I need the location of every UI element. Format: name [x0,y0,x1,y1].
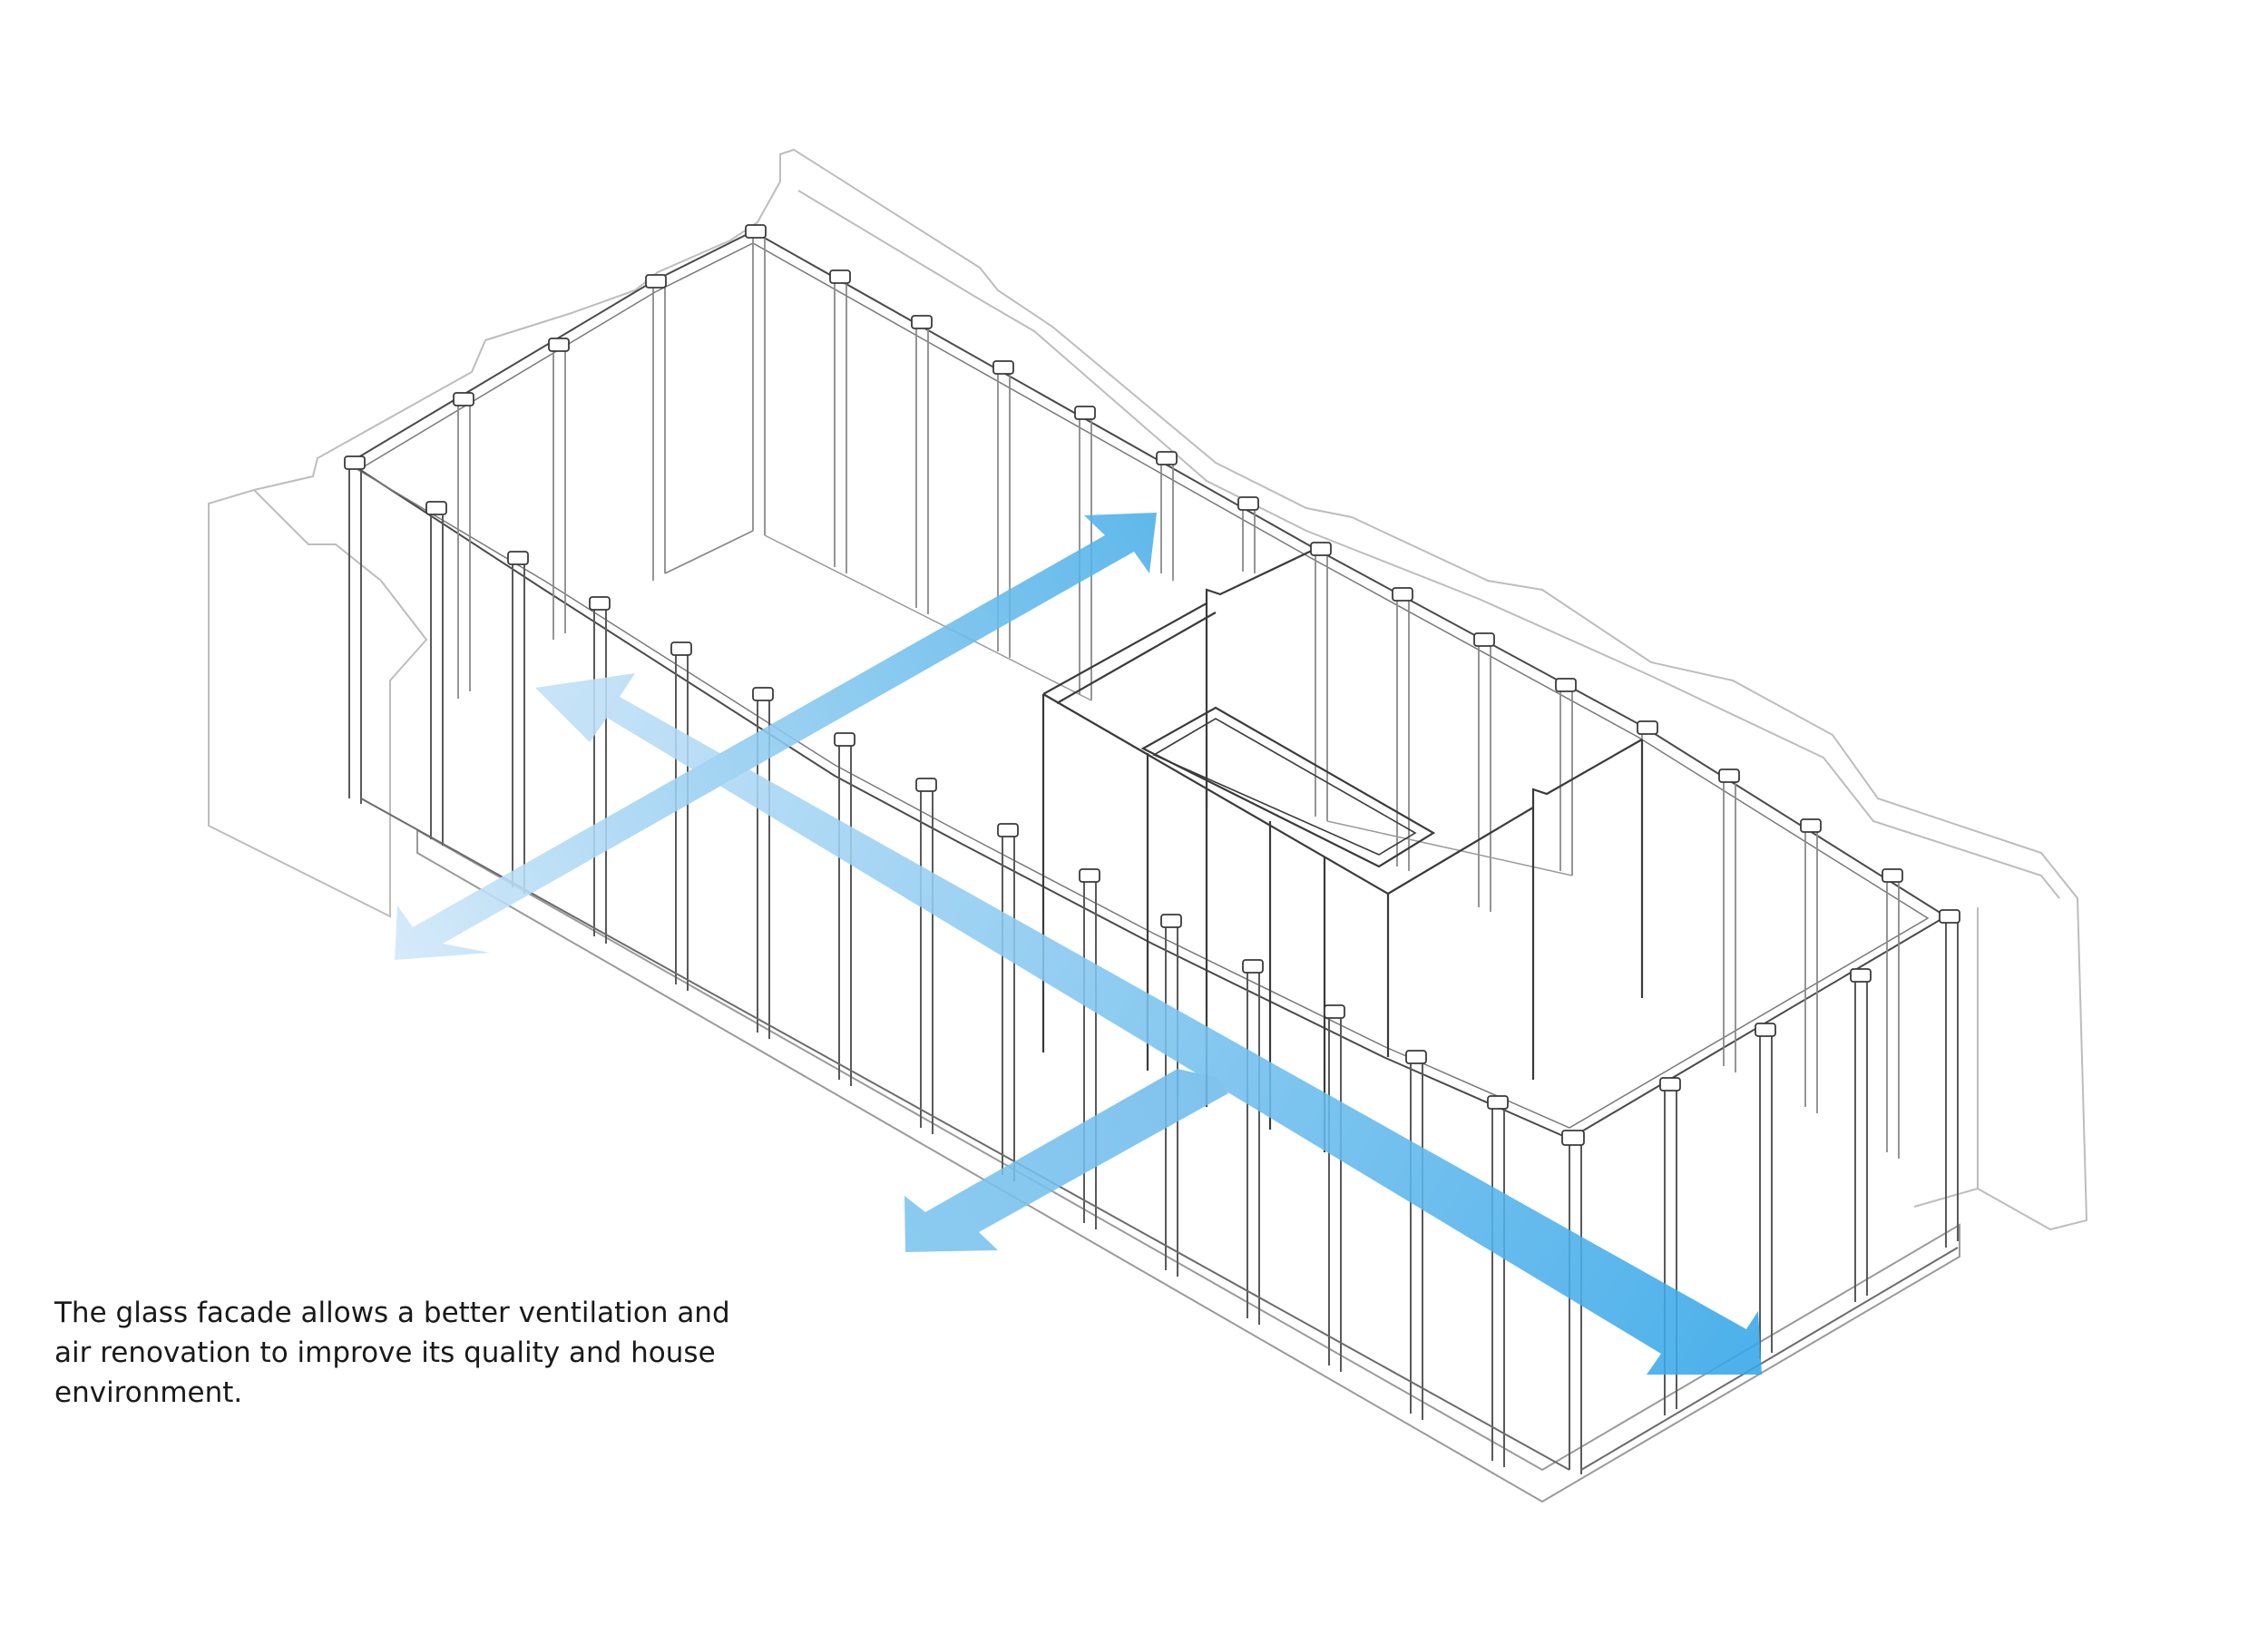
house-wireframe [344,224,1960,1503]
context-buildings [208,148,2088,1231]
airflow-arrow-cross-1 [395,513,1157,960]
airflow-arrows [395,513,1762,1375]
airflow-arrow-cross-2 [904,1069,1228,1252]
caption-line-2: air renovation to improve its quality an… [54,1336,716,1369]
caption-line-3: environment. [54,1376,243,1409]
airflow-arrow-longitudinal [535,673,1762,1375]
diagram-caption: The glass facade allows a better ventila… [54,1293,780,1413]
caption-line-1: The glass facade allows a better ventila… [54,1297,730,1329]
